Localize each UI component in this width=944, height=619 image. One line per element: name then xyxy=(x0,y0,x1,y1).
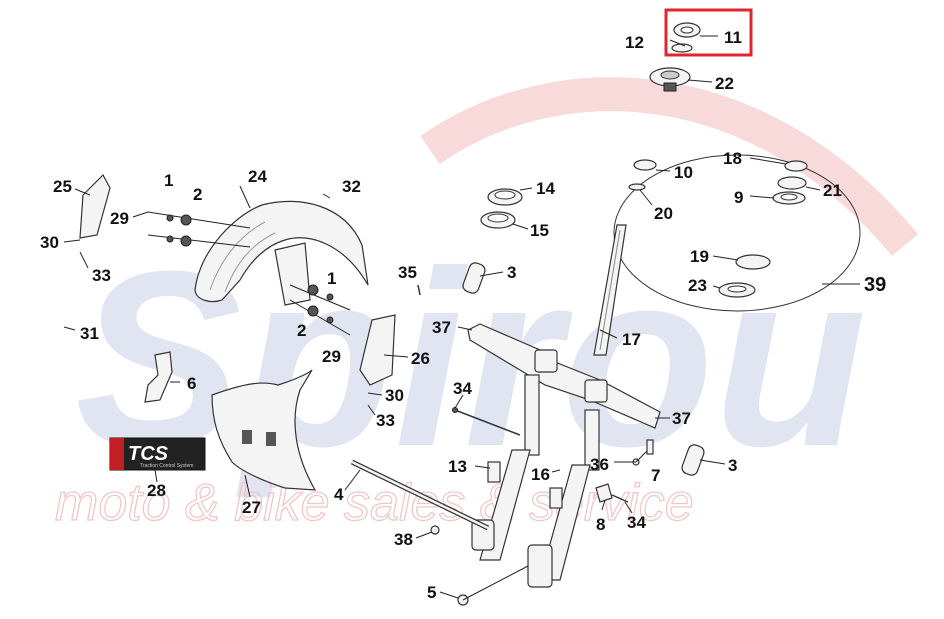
seal-18[interactable] xyxy=(784,160,808,172)
tcs-badge-text: TCS xyxy=(128,443,169,465)
bearing-15[interactable] xyxy=(480,211,516,229)
boot-3-right[interactable] xyxy=(680,443,705,477)
axle-4[interactable] xyxy=(350,459,490,531)
callout-14[interactable]: 14 xyxy=(536,179,555,198)
callout-35[interactable]: 35 xyxy=(398,263,417,282)
bearing-11[interactable] xyxy=(673,22,701,38)
fork-bridge[interactable] xyxy=(467,323,661,429)
callout-30-left[interactable]: 30 xyxy=(40,233,59,252)
washer-20[interactable] xyxy=(628,183,646,191)
fork-leg-left[interactable] xyxy=(471,374,540,561)
screw-34-lower[interactable] xyxy=(611,494,629,503)
callout-32[interactable]: 32 xyxy=(342,177,361,196)
bolt-row-lower[interactable] xyxy=(289,284,351,336)
watermark-swoosh xyxy=(420,77,919,256)
callout-8[interactable]: 8 xyxy=(596,515,605,534)
callout-2-upper[interactable]: 2 xyxy=(193,185,202,204)
bearing-9[interactable] xyxy=(772,191,806,205)
callout-6[interactable]: 6 xyxy=(187,374,196,393)
callout-27[interactable]: 27 xyxy=(242,498,261,517)
boot-3-left[interactable] xyxy=(461,261,486,295)
callout-34-upper[interactable]: 34 xyxy=(453,379,472,398)
tcs-badge: TCS Traction Control System xyxy=(109,437,206,471)
steering-nut-22[interactable] xyxy=(649,67,691,92)
callout-24[interactable]: 24 xyxy=(248,167,267,186)
callout-15[interactable]: 15 xyxy=(530,221,549,240)
callout-33-left[interactable]: 33 xyxy=(92,266,111,285)
bearing-21[interactable] xyxy=(777,176,807,190)
callout-29-lower[interactable]: 29 xyxy=(322,347,341,366)
callout-1-upper[interactable]: 1 xyxy=(164,171,173,190)
callout-5[interactable]: 5 xyxy=(427,583,436,602)
tcs-badge-subtext: Traction Control System xyxy=(140,463,193,469)
bearing-23[interactable] xyxy=(718,282,756,298)
callout-21[interactable]: 21 xyxy=(823,181,842,200)
callout-30-right[interactable]: 30 xyxy=(385,386,404,405)
callout-31[interactable]: 31 xyxy=(80,324,99,343)
sensor-bracket-6[interactable] xyxy=(144,351,173,403)
callout-3-lower[interactable]: 3 xyxy=(728,456,737,475)
callout-7[interactable]: 7 xyxy=(651,466,660,485)
callout-22[interactable]: 22 xyxy=(715,74,734,93)
callout-9[interactable]: 9 xyxy=(734,188,743,207)
callout-39[interactable]: 39 xyxy=(864,274,886,296)
callout-16[interactable]: 16 xyxy=(531,465,550,484)
callout-11[interactable]: 11 xyxy=(724,28,742,47)
screw-35[interactable] xyxy=(417,284,421,296)
clip-7[interactable] xyxy=(646,439,654,455)
callout-23[interactable]: 23 xyxy=(688,276,707,295)
callout-12[interactable]: 12 xyxy=(625,33,644,52)
bolt-38[interactable] xyxy=(430,525,440,535)
callout-26[interactable]: 26 xyxy=(411,349,430,368)
callout-2-lower[interactable]: 2 xyxy=(297,321,306,340)
callout-29-upper[interactable]: 29 xyxy=(110,209,129,228)
cover-26[interactable] xyxy=(359,314,396,386)
leader-lines xyxy=(63,35,821,599)
callout-labels: 11 12 22 14 15 10 20 18 21 9 19 23 39 17… xyxy=(40,28,886,602)
fork-leg-right[interactable] xyxy=(527,409,600,588)
callout-3-upper[interactable]: 3 xyxy=(507,263,516,282)
callout-36[interactable]: 36 xyxy=(590,455,609,474)
callout-34-lower[interactable]: 34 xyxy=(627,513,646,532)
callout-10[interactable]: 10 xyxy=(674,163,693,182)
bearing-14[interactable] xyxy=(487,188,523,206)
bolt-5[interactable] xyxy=(457,565,529,606)
callout-19[interactable]: 19 xyxy=(690,247,709,266)
highlight-box-part-11 xyxy=(664,8,753,57)
bearing-10[interactable] xyxy=(633,159,657,171)
callout-28[interactable]: 28 xyxy=(147,481,166,500)
watermark-tagline: moto & bike sales & service xyxy=(55,474,694,532)
steering-stem-17[interactable] xyxy=(593,224,627,356)
callout-13[interactable]: 13 xyxy=(448,457,467,476)
callout-1-lower[interactable]: 1 xyxy=(327,269,336,288)
callout-18[interactable]: 18 xyxy=(723,149,742,168)
bolt-row-upper[interactable] xyxy=(147,211,251,248)
race-12[interactable] xyxy=(671,43,693,53)
bracket-8[interactable] xyxy=(595,483,613,503)
callout-4[interactable]: 4 xyxy=(334,485,344,504)
callout-38[interactable]: 38 xyxy=(394,530,413,549)
lower-guard-27[interactable] xyxy=(211,369,317,491)
mounting-plate-25[interactable] xyxy=(79,174,111,239)
callout-37-right[interactable]: 37 xyxy=(672,409,691,428)
callout-25[interactable]: 25 xyxy=(53,177,72,196)
bearing-group-circle xyxy=(613,154,861,312)
callout-20[interactable]: 20 xyxy=(654,204,673,223)
callout-37-left[interactable]: 37 xyxy=(432,318,451,337)
callout-33-right[interactable]: 33 xyxy=(376,411,395,430)
callout-17[interactable]: 17 xyxy=(622,330,641,349)
seal-19[interactable] xyxy=(735,254,771,270)
